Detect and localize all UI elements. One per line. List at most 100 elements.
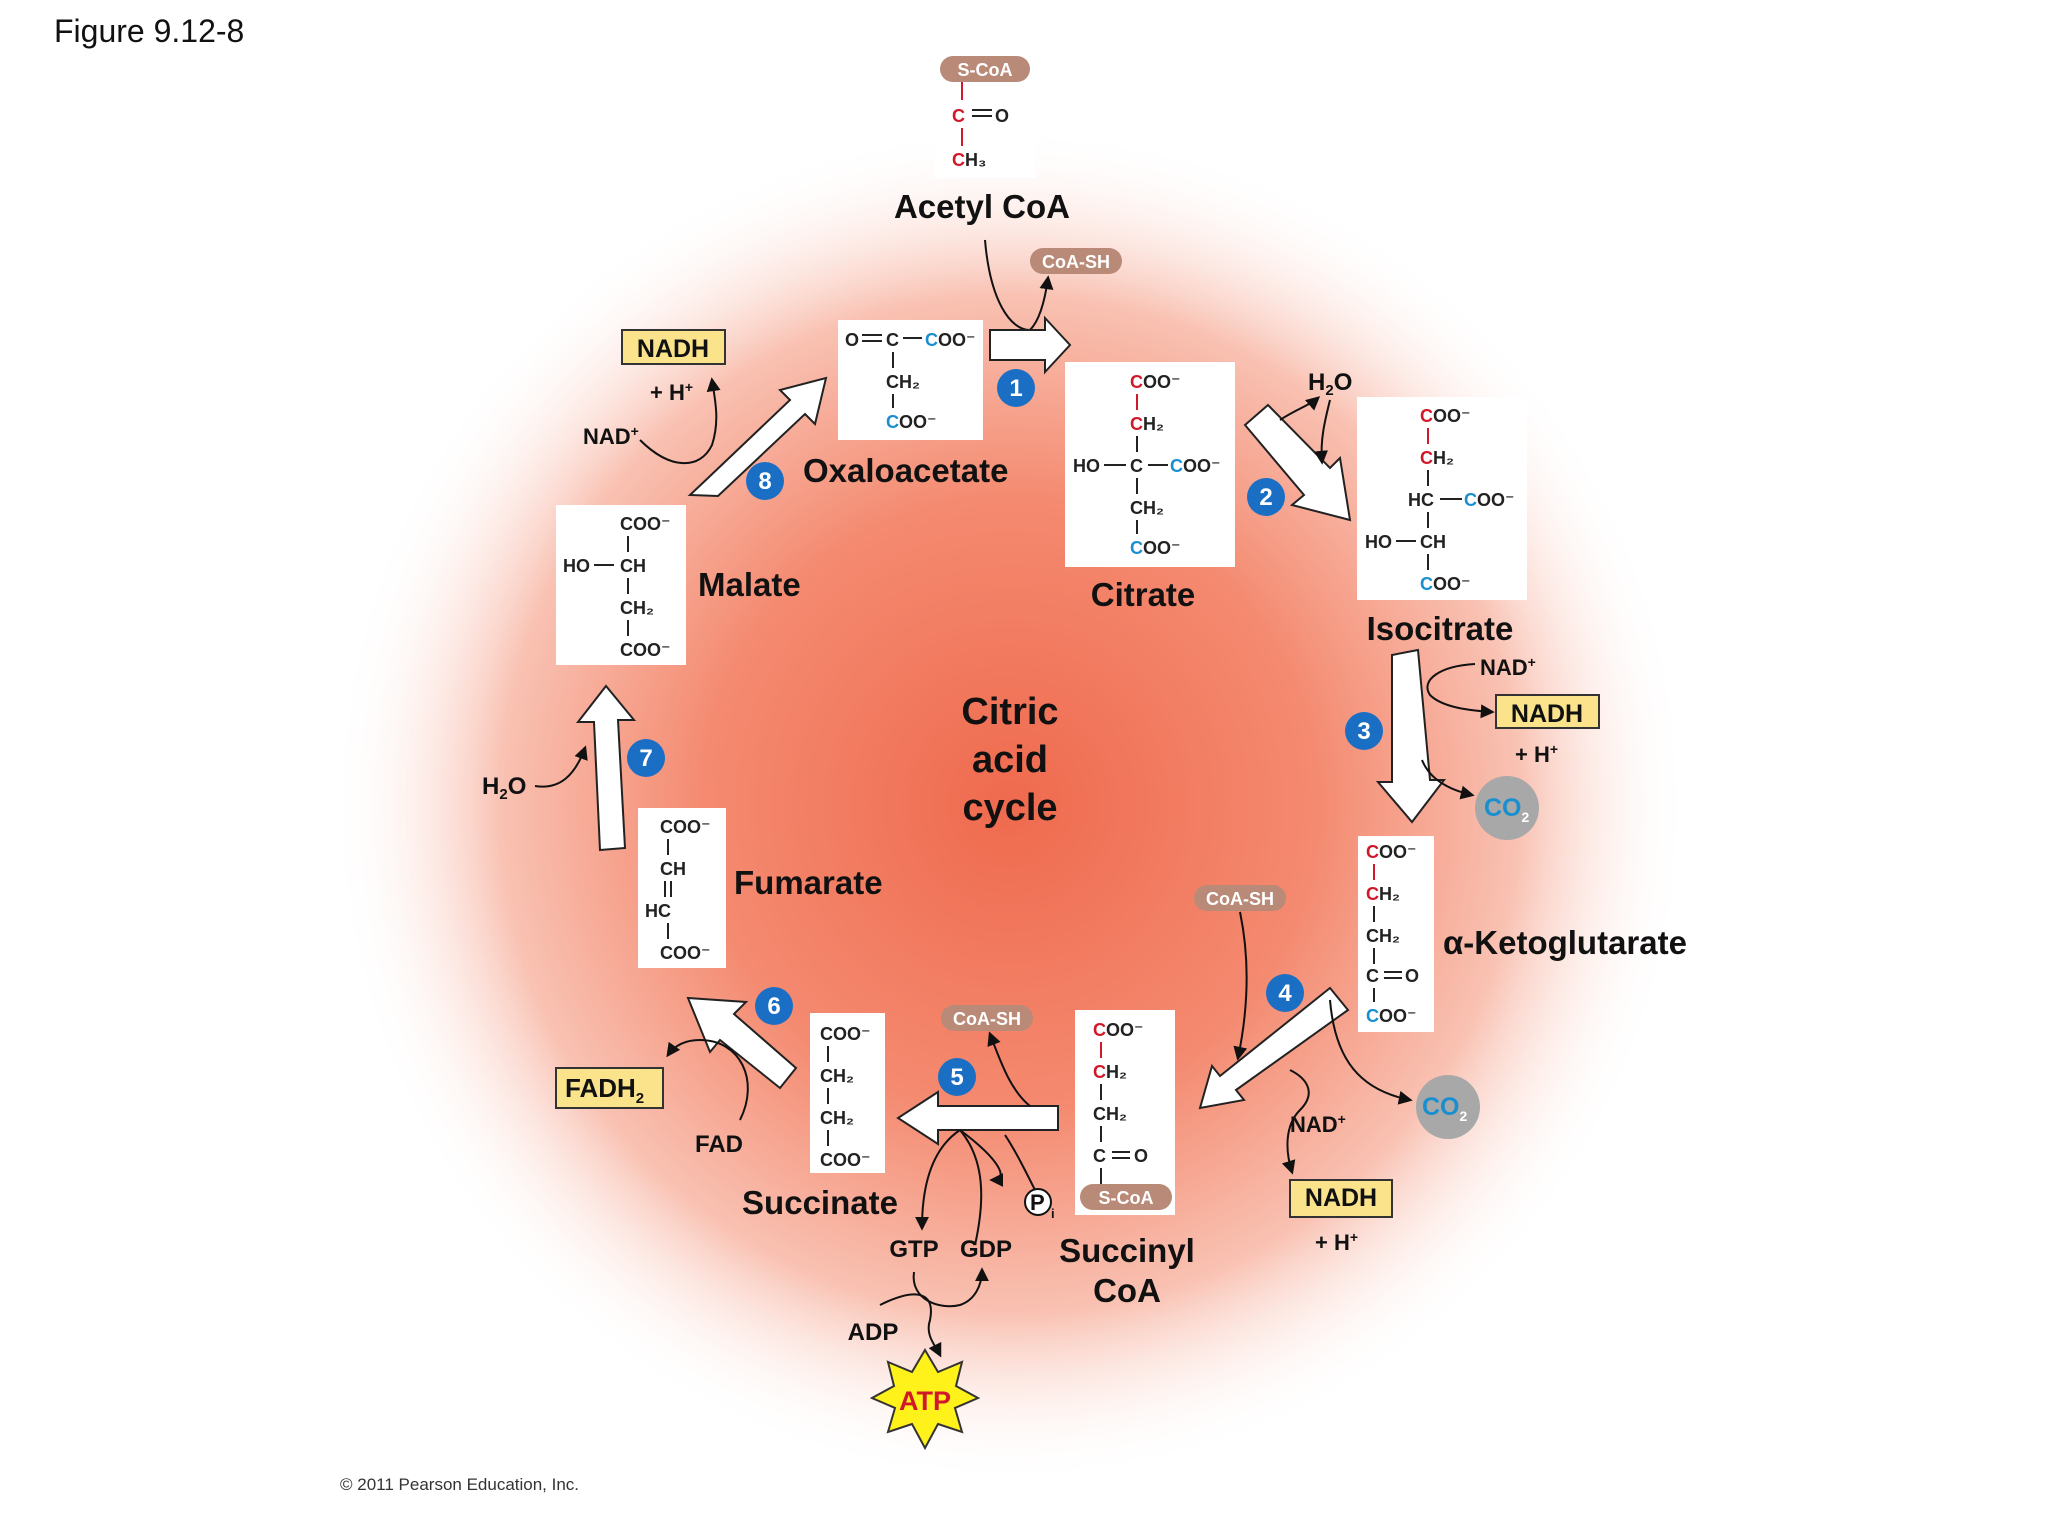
pi-label: P [1030,1190,1045,1215]
center-title: Citric acid cycle [961,691,1058,829]
step-badge-3 [1345,712,1383,750]
succinyl-coa-structure: COO⁻ CH₂ CH₂ C O S-CoA [1075,1010,1175,1215]
fadh2-box [555,1067,664,1109]
h2o-in-arrow-step7 [534,745,588,788]
isocitrate-label: Isocitrate [1367,610,1514,647]
alpha-ketoglutarate-structure: COO⁻ CH₂ CH₂ C O COO⁻ [1358,836,1434,1032]
malate-label: Malate [698,566,801,603]
svg-text:COO⁻: COO⁻ [620,640,671,660]
svg-text:C: C [952,106,965,126]
nad-arrow-step4 [1281,1069,1310,1175]
nadh-box-step8 [621,329,726,365]
fadh2-label: FADH2 [565,1073,644,1107]
pi-subscript: i [1051,1206,1055,1221]
co2-circle-step3 [1475,776,1539,840]
center-title-line1: Citric [961,691,1058,733]
svg-text:COO⁻: COO⁻ [820,1024,871,1044]
co2-out-arrow-step3 [1421,759,1475,800]
fumarate-label: Fumarate [734,864,883,901]
nad-plus-label-step4: NAD+ [1290,1111,1346,1137]
svg-text:COO⁻: COO⁻ [1420,574,1471,594]
nadh-box-step4 [1289,1179,1393,1218]
svg-text:CH₂: CH₂ [1366,884,1400,904]
svg-text:O: O [995,106,1009,126]
step-number-7: 7 [639,745,652,772]
nadh-label-step3: NADH [1511,700,1583,728]
coa-sh-in-arrow-step4 [1233,911,1248,1061]
step7-arrow [575,684,637,852]
gdp-in-arrow [959,1129,983,1246]
pi-in-arrow-step5 [1004,1134,1037,1193]
svg-text:HO: HO [1365,532,1392,552]
adp-to-atp-arrow [879,1293,942,1358]
malate-structure: COO⁻ HO CH CH₂ COO⁻ [556,505,686,665]
step-number-3: 3 [1357,718,1370,745]
svg-text:COO⁻: COO⁻ [1130,372,1181,392]
step-number-8: 8 [758,468,771,495]
s-coa-pill-top [940,56,1030,82]
step4-arrow [1198,986,1350,1110]
svg-text:HO: HO [563,556,590,576]
fumarate-structure: COO⁻ CH HC COO⁻ [638,808,726,968]
svg-text:COO⁻: COO⁻ [925,330,976,350]
pi-circle [1024,1188,1052,1216]
isocitrate-structure: COO⁻ CH₂ HC COO⁻ HO CH COO⁻ [1357,397,1527,600]
fad-arrow [666,1038,749,1121]
svg-text:COO⁻: COO⁻ [1366,1006,1417,1026]
atp-label: ATP [899,1386,951,1416]
alpha-ketoglutarate-label: α-Ketoglutarate [1443,924,1687,961]
h2o-in-arrow-step2 [1314,399,1331,465]
oxaloacetate-label: Oxaloacetate [803,452,1008,489]
step-number-5: 5 [950,1064,963,1091]
svg-text:O: O [845,330,859,350]
atp-burst-icon [869,1348,981,1451]
svg-text:COO⁻: COO⁻ [1093,1020,1144,1040]
svg-text:C: C [1366,966,1379,986]
svg-text:HO: HO [1073,456,1100,476]
svg-text:CH₂: CH₂ [820,1066,854,1086]
s-coa-label-succinyl: S-CoA [1099,1188,1154,1208]
nadh-label-step8: NADH [637,335,709,363]
svg-text:C: C [1093,1146,1106,1166]
coa-sh-label-step5: CoA-SH [953,1009,1021,1029]
coa-sh-pill-step5 [941,1005,1033,1031]
svg-text:O: O [1405,966,1419,986]
coa-sh-label-step1: CoA-SH [1042,252,1110,272]
svg-text:CH₂: CH₂ [1093,1062,1127,1082]
svg-text:COO⁻: COO⁻ [1130,538,1181,558]
nadh-box-step3 [1495,694,1600,729]
oxaloacetate-structure: O C COO⁻ CH₂ COO⁻ [838,320,983,440]
step-badge-6 [755,987,793,1025]
svg-text:CH₃: CH₃ [952,150,986,170]
svg-text:C: C [1130,456,1143,476]
coa-sh-label-step4: CoA-SH [1206,889,1274,909]
svg-text:COO⁻: COO⁻ [1464,490,1515,510]
svg-text:CH₂: CH₂ [820,1108,854,1128]
step-badge-1 [997,369,1035,407]
svg-text:CH₂: CH₂ [886,372,920,392]
svg-text:CH: CH [1420,532,1446,552]
copyright-notice: © 2011 Pearson Education, Inc. [340,1475,579,1494]
svg-text:COO⁻: COO⁻ [1366,842,1417,862]
cycle-glow-background [330,125,1690,1485]
svg-text:CH₂: CH₂ [1366,926,1400,946]
citrate-structure: COO⁻ CH₂ HO C COO⁻ CH₂ COO⁻ [1065,362,1235,567]
svg-text:COO⁻: COO⁻ [1420,406,1471,426]
succinate-label: Succinate [742,1184,898,1221]
step-badge-5 [938,1058,976,1096]
nad-plus-label-step8: NAD+ [583,423,639,449]
svg-text:COO⁻: COO⁻ [660,817,711,837]
step2-arrow [1243,403,1352,522]
step1-arrow [989,315,1072,375]
svg-text:COO⁻: COO⁻ [886,412,937,432]
gtp-out-arrow [915,1129,961,1231]
succinate-structure: COO⁻ CH₂ CH₂ COO⁻ [810,1013,885,1173]
co2-circle-step4 [1416,1075,1480,1139]
coa-sh-pill-step4 [1194,885,1286,911]
step-number-4: 4 [1278,980,1292,1007]
h2o-label-step2: H2O [1308,369,1352,399]
center-title-line2: acid [972,739,1048,781]
svg-text:CH₂: CH₂ [1420,448,1454,468]
nad-in-arrow-step3 [1426,663,1495,719]
svg-text:C: C [886,330,899,350]
